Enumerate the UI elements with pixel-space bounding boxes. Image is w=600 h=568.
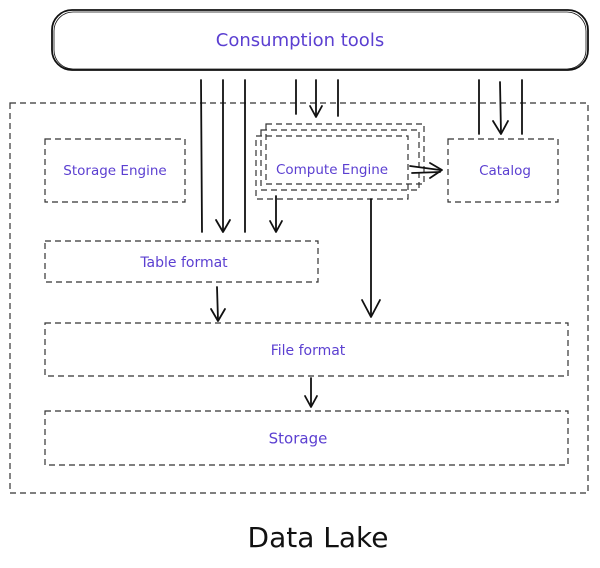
consumption-tools-box: Consumption tools <box>51 9 589 71</box>
consumption-tools-label: Consumption tools <box>216 30 384 51</box>
consumption-to-compute-connector <box>295 79 339 118</box>
storage-box: Storage <box>44 410 569 466</box>
file-format-box: File format <box>44 322 569 377</box>
consumption-to-catalog-connector <box>478 79 523 135</box>
compute-engine-label: Compute Engine <box>276 162 388 178</box>
table-format-to-file-format-arrow <box>210 286 226 322</box>
data-lake-boundary <box>9 102 589 494</box>
compute-to-table-format-arrow <box>269 195 283 233</box>
diagram-title: Data Lake <box>248 521 389 554</box>
storage-engine-label: Storage Engine <box>63 163 166 179</box>
file-format-to-storage-arrow <box>304 377 318 408</box>
catalog-label: Catalog <box>479 163 531 179</box>
storage-engine-box: Storage Engine <box>44 138 186 203</box>
catalog-box: Catalog <box>447 138 559 203</box>
table-format-label: Table format <box>139 255 228 271</box>
compute-to-file-format-arrow <box>361 198 381 318</box>
consumption-to-table-format-connector <box>200 79 246 233</box>
file-format-label: File format <box>271 343 346 359</box>
compute-engine-box: Compute Engine <box>255 123 425 200</box>
table-format-box: Table format <box>44 240 319 283</box>
storage-label: Storage <box>269 430 328 448</box>
compute-to-catalog-arrow <box>409 162 443 179</box>
